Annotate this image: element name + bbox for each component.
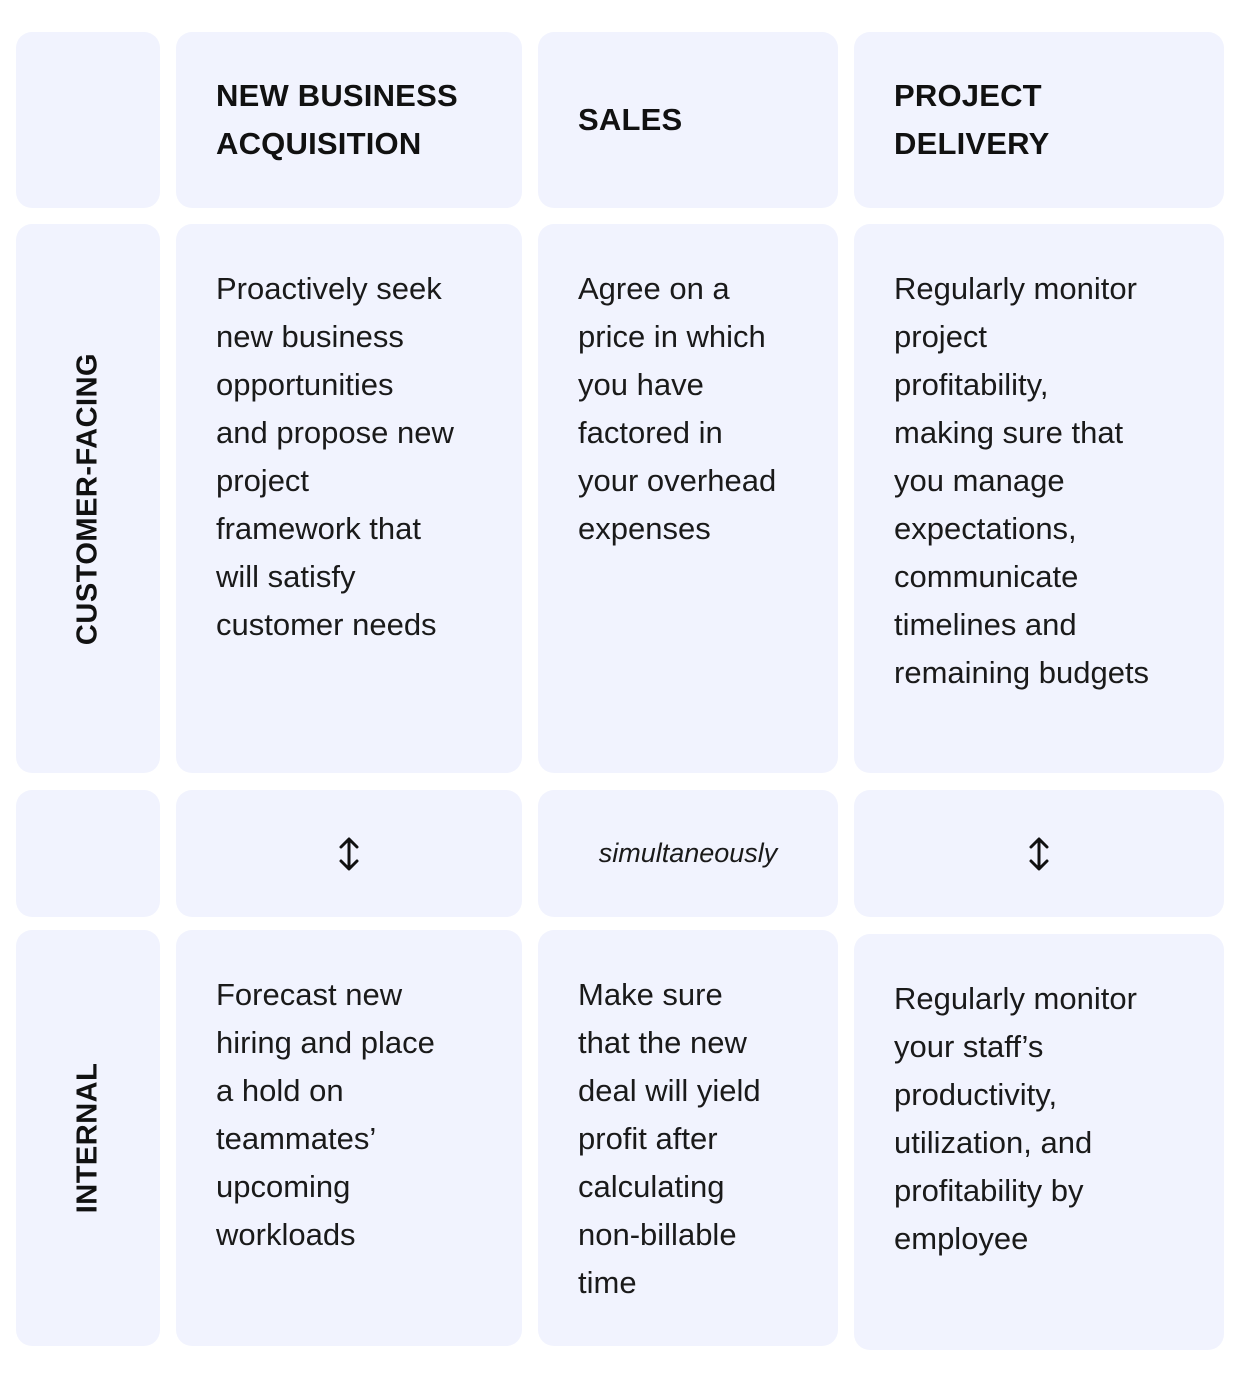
cell-text: Agree on a price in which you have facto… bbox=[578, 271, 777, 546]
corner-cell bbox=[16, 32, 160, 208]
customer-facing-project-delivery-cell: Regularly monitor project profitability,… bbox=[854, 224, 1224, 773]
connector-label-cell bbox=[16, 790, 160, 917]
cell-text: Forecast new hiring and place a hold on … bbox=[216, 977, 435, 1252]
internal-sales-cell: Make sure that the new deal will yield p… bbox=[538, 930, 838, 1346]
customer-facing-sales-cell: Agree on a price in which you have facto… bbox=[538, 224, 838, 773]
column-header-line-2: ACQUISITION bbox=[216, 126, 422, 161]
column-header-line-1: NEW BUSINESS bbox=[216, 78, 458, 113]
row-label-customer-facing: CUSTOMER-FACING bbox=[16, 224, 160, 773]
internal-new-business-cell: Forecast new hiring and place a hold on … bbox=[176, 930, 522, 1346]
row-label-text: CUSTOMER-FACING bbox=[71, 352, 104, 645]
connector-new-business-cell bbox=[176, 790, 522, 917]
cell-text: Regularly monitor your staff’s productiv… bbox=[894, 981, 1137, 1256]
cell-text: Proactively seek new business opportunit… bbox=[216, 271, 454, 642]
column-header-sales: SALES bbox=[538, 32, 838, 208]
internal-project-delivery-cell: Regularly monitor your staff’s productiv… bbox=[854, 934, 1224, 1350]
column-header-text: PROJECT DELIVERY bbox=[894, 72, 1049, 168]
column-header-project-delivery: PROJECT DELIVERY bbox=[854, 32, 1224, 208]
cell-text: Make sure that the new deal will yield p… bbox=[578, 977, 761, 1300]
connector-sales-cell: simultaneously bbox=[538, 790, 838, 917]
column-header-line-1: SALES bbox=[578, 102, 683, 137]
row-label-internal: INTERNAL bbox=[16, 930, 160, 1346]
cell-text: Regularly monitor project profitability,… bbox=[894, 271, 1150, 690]
row-label-text: INTERNAL bbox=[71, 1062, 104, 1214]
column-header-text: NEW BUSINESS ACQUISITION bbox=[216, 72, 458, 168]
connector-wrap bbox=[854, 790, 1224, 917]
customer-facing-new-business-cell: Proactively seek new business opportunit… bbox=[176, 224, 522, 773]
column-header-text: SALES bbox=[578, 96, 682, 144]
connector-project-delivery-cell bbox=[854, 790, 1224, 917]
column-header-new-business-acquisition: NEW BUSINESS ACQUISITION bbox=[176, 32, 522, 208]
connector-wrap: simultaneously bbox=[538, 790, 838, 917]
column-header-line-2: DELIVERY bbox=[894, 126, 1050, 161]
connector-text: simultaneously bbox=[598, 838, 778, 868]
up-down-arrow-icon bbox=[1029, 837, 1049, 870]
column-header-line-1: PROJECT bbox=[894, 78, 1042, 113]
connector-wrap bbox=[176, 790, 522, 917]
up-down-arrow-icon bbox=[339, 837, 359, 870]
